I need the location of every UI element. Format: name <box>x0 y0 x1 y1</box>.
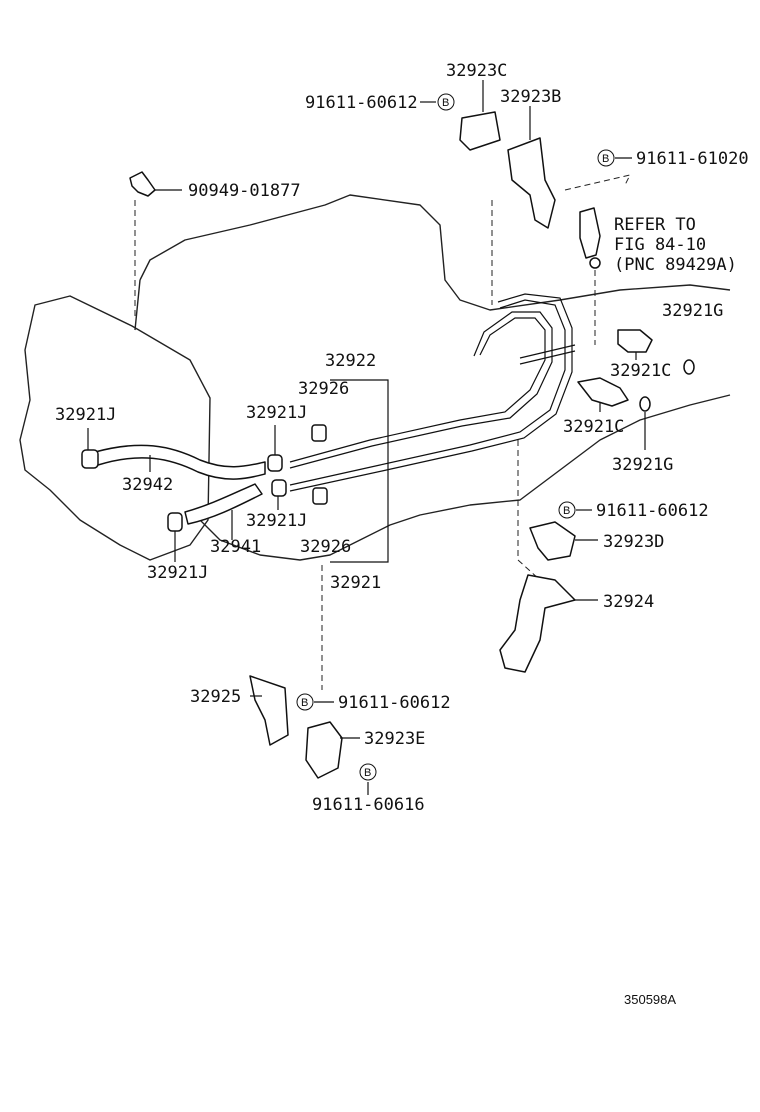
gasket-32921g-bot <box>639 396 651 412</box>
label-90949: 90949-01877 <box>188 181 301 201</box>
label-32921: 32921 <box>330 573 381 593</box>
gasket-32921g-top <box>683 359 695 375</box>
bracket-32924 <box>499 574 576 673</box>
label-32923e: 32923E <box>364 729 425 749</box>
bracket-32925 <box>249 675 289 746</box>
label-32923d: 32923D <box>603 532 664 552</box>
label-32923c: 32923C <box>446 61 507 81</box>
label-32925: 32925 <box>190 687 241 707</box>
label-bolt-mid-right: 91611-60612 <box>596 501 709 521</box>
bolt-icon: B <box>296 693 314 711</box>
leader-bracket-bottom <box>517 440 541 581</box>
engine-outline <box>134 194 731 561</box>
clamp-32921j-bot <box>167 512 183 532</box>
label-bolt-bottom2: 91611-60616 <box>312 795 425 815</box>
hose-32941 <box>184 483 263 525</box>
label-32921c-bot: 32921C <box>563 417 624 437</box>
label-bolt-top-right: 91611-61020 <box>636 149 749 169</box>
label-refer2: FIG 84-10 <box>614 235 706 255</box>
union-32921c-bot <box>577 377 629 407</box>
pipe-32921b <box>289 293 573 492</box>
label-32923b: 32923B <box>500 87 561 107</box>
bolt-icon: B <box>359 763 377 781</box>
label-bolt-top-left: 91611-60612 <box>305 93 418 113</box>
pipe-32921 <box>289 299 566 486</box>
label-32926-top: 32926 <box>298 379 349 399</box>
svg-text:B: B <box>602 153 609 165</box>
pipe-32922 <box>289 317 546 463</box>
label-32941: 32941 <box>210 537 261 557</box>
svg-text:B: B <box>442 97 449 109</box>
clamp-90949 <box>129 171 156 197</box>
label-32921j-mid2: 32921J <box>246 511 307 531</box>
label-32942: 32942 <box>122 475 173 495</box>
label-32926-bot: 32926 <box>300 537 351 557</box>
union-32921c-top <box>617 329 653 353</box>
pipe-connector <box>519 344 576 365</box>
clamp-32921j-left <box>81 449 99 469</box>
bracket-32923b <box>507 137 556 229</box>
pressure-switch <box>579 207 601 259</box>
label-32921j-bot: 32921J <box>147 563 208 583</box>
bolt-icon: B <box>558 501 576 519</box>
clamp-32921j-mid2 <box>271 479 287 497</box>
label-32921c-top: 32921C <box>610 361 671 381</box>
transmission-outline <box>19 295 211 561</box>
bolt-icon: B <box>437 93 455 111</box>
label-32921j-left: 32921J <box>55 405 116 425</box>
label-refer3: (PNC 89429A) <box>614 255 737 275</box>
svg-text:B: B <box>301 697 308 709</box>
svg-text:B: B <box>364 767 371 779</box>
clamp-32921j-mid <box>267 454 283 472</box>
leader-bracket-right <box>564 174 631 191</box>
label-32921g-bot: 32921G <box>612 455 673 475</box>
pipe-32922b <box>289 311 553 469</box>
label-32921j-mid: 32921J <box>246 403 307 423</box>
label-32921g-top: 32921G <box>662 301 723 321</box>
label-refer1: REFER TO <box>614 215 696 235</box>
hose-32926-top <box>311 424 327 442</box>
figure-id: 350598A <box>624 992 676 1007</box>
bracket-32923c <box>459 111 501 151</box>
ld-32922 <box>330 379 389 563</box>
hose-32926-bot <box>312 487 328 505</box>
clamp-32923e <box>305 721 343 779</box>
clamp-32923d <box>529 521 576 561</box>
bolt-icon: B <box>597 149 615 167</box>
hose-32942 <box>94 444 266 480</box>
switch-gasket <box>589 257 601 269</box>
label-32924: 32924 <box>603 592 654 612</box>
label-bolt-bottom: 91611-60612 <box>338 693 451 713</box>
label-32922: 32922 <box>325 351 376 371</box>
svg-text:B: B <box>563 505 570 517</box>
